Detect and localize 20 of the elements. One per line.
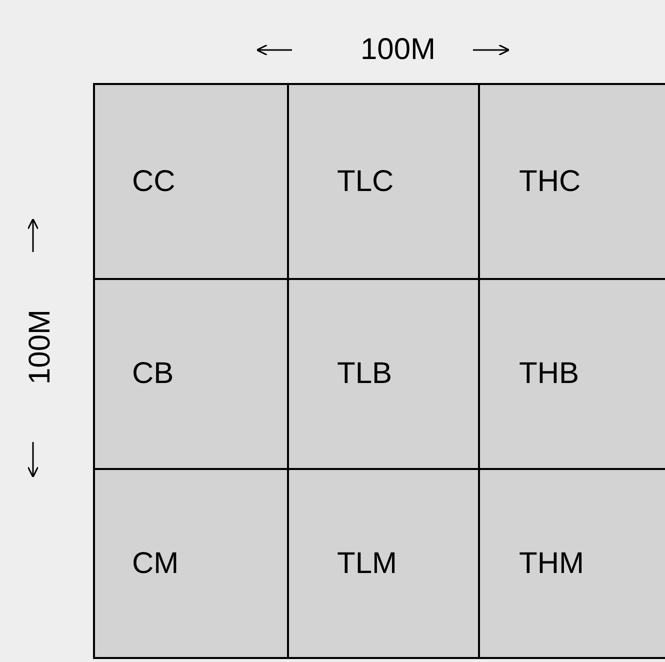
grid-cell — [478, 468, 665, 659]
cell-label: CB — [132, 357, 174, 391]
grid-cell — [287, 468, 480, 659]
cell-label: THB — [519, 357, 579, 391]
cell-label: THM — [519, 546, 584, 580]
grid-cell — [478, 83, 665, 280]
dimension-label: 100M — [23, 309, 58, 385]
grid-cell — [93, 83, 289, 280]
grid-cell — [93, 468, 289, 659]
cell-label: THC — [519, 164, 581, 198]
dimension-label: 100M — [360, 33, 436, 67]
cell-label: CM — [132, 546, 179, 580]
grid-cell — [287, 278, 480, 470]
cell-label: TLM — [337, 546, 397, 580]
cell-label: TLB — [337, 357, 392, 391]
cell-label: CC — [132, 164, 176, 198]
grid-cell — [287, 83, 480, 280]
cell-label: TLC — [337, 164, 394, 198]
grid-cell — [93, 278, 289, 470]
grid-cell — [478, 278, 665, 470]
